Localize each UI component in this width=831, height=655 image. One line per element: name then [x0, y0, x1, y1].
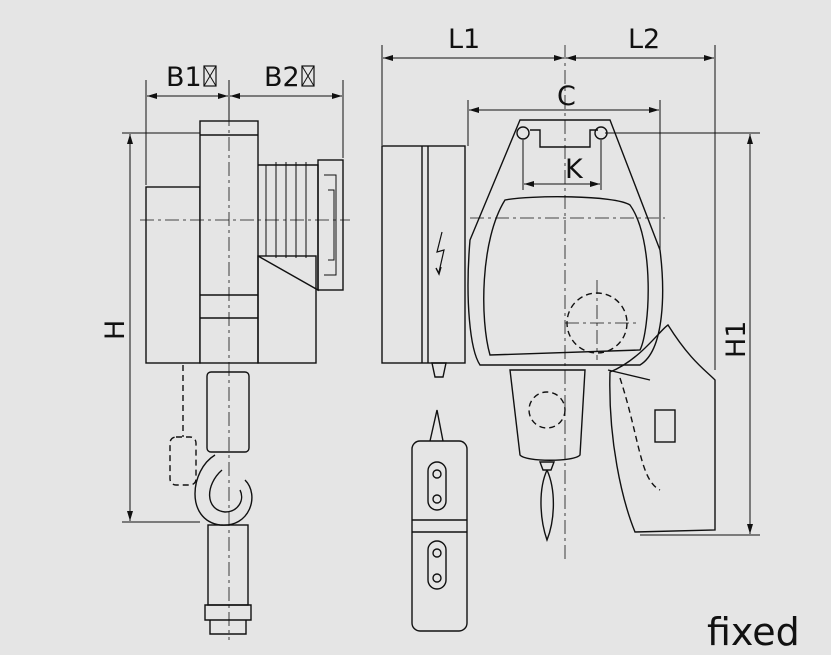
dim-label-h: H [100, 320, 131, 340]
front-view [381, 119, 716, 632]
side-view [145, 120, 344, 635]
variant-label: fixed [707, 610, 800, 654]
dimension-lines [122, 45, 760, 536]
missing-glyph-box-icon [203, 65, 217, 87]
missing-glyph-cross-icon [301, 65, 315, 87]
missing-glyph-box-icon [301, 65, 315, 87]
dim-label-b2: B2 [264, 62, 300, 93]
dim-label-l2: L2 [628, 24, 660, 55]
dim-label-b1: B1 [166, 62, 202, 93]
dim-label-c: C [557, 81, 576, 112]
dim-label-k: K [565, 154, 584, 185]
dim-label-h1: H1 [721, 321, 752, 358]
dim-label-l1: L1 [448, 24, 480, 55]
missing-glyph-cross-icon [203, 65, 217, 87]
